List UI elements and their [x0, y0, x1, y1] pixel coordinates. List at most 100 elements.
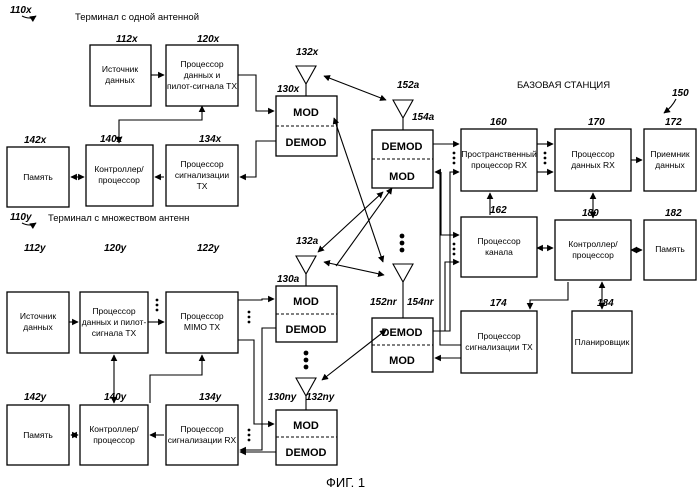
- memory-label-x: Память: [23, 172, 53, 182]
- controller-label-y-1: Контроллер/: [89, 424, 139, 434]
- ref-134x: 134x: [199, 134, 222, 145]
- data-source-label-y-1: Источник: [20, 311, 57, 321]
- ref-154nr: 154nr: [407, 297, 435, 308]
- ellipsis-dots-demod-sigrx: [248, 429, 251, 442]
- controller-label-x-1: Контроллер/: [94, 164, 144, 174]
- tx-data-pilot-processor-label-y-1: Процессор: [92, 306, 135, 316]
- rx-data-processor-label-2: данных RX: [571, 160, 615, 170]
- ref-110x: 110x: [10, 5, 32, 16]
- ref-182: 182: [665, 208, 682, 219]
- ellipsis-dots-terminal-antennas: [304, 351, 309, 370]
- mod-label-130a: MOD: [293, 296, 319, 308]
- data-source-label-x-2: данных: [105, 75, 135, 85]
- ref-132ny: 132ny: [306, 392, 335, 403]
- tx-data-pilot-processor-label-x-3: пилот-сигнала TX: [167, 81, 237, 91]
- heading-single-antenna-terminal: Терминал с одной антенной: [75, 12, 199, 23]
- ref-132x: 132x: [296, 47, 319, 58]
- wireless-link-132a-152a: [318, 192, 383, 252]
- wire-txproc-to-mod-x: [238, 75, 274, 111]
- ref-170: 170: [588, 117, 605, 128]
- data-sink-label-2: данных: [655, 160, 685, 170]
- ref-152a: 152a: [397, 80, 420, 91]
- heading-base-station: БАЗОВАЯ СТАНЦИЯ: [517, 80, 610, 91]
- data-sink-label-1: Приемник: [650, 149, 690, 159]
- ref-150: 150: [672, 88, 689, 99]
- ref-180: 180: [582, 208, 599, 219]
- ref-174: 174: [490, 298, 507, 309]
- ref-130a: 130a: [277, 274, 300, 285]
- wire-mimo-to-mod-ny: [238, 340, 274, 424]
- channel-processor-label-1: Процессор: [477, 236, 520, 246]
- antenna-icon-152a: [393, 100, 413, 130]
- ref-172: 172: [665, 117, 682, 128]
- ref-132a: 132a: [296, 236, 319, 247]
- tx-signaling-processor-label-bs-1: Процессор: [477, 331, 520, 341]
- tx-signaling-processor-label-x-3: TX: [197, 181, 208, 191]
- wire-demod-to-sigproc-x: [240, 141, 276, 177]
- wire-demod-nr-to-spatial: [433, 172, 459, 331]
- mod-label-130x: MOD: [293, 107, 319, 119]
- ref-arrow-110x: [22, 16, 36, 18]
- rx-signaling-processor-label-y-1: Процессор: [180, 424, 223, 434]
- ref-162: 162: [490, 205, 507, 216]
- ref-140y: 140y: [104, 392, 127, 403]
- scheduler-label: Планировщик: [575, 337, 630, 347]
- mimo-tx-processor-label-2: MIMO TX: [184, 322, 221, 332]
- ref-arrow-110y: [22, 223, 36, 225]
- controller-label-bs-2: процессор: [572, 250, 614, 260]
- ellipsis-dots-mimo-mod: [248, 311, 251, 324]
- rx-data-processor-label-1: Процессор: [571, 149, 614, 159]
- tx-data-pilot-processor-label-x-2: данных и: [184, 70, 221, 80]
- ref-110y: 110y: [10, 212, 32, 223]
- ref-152nr: 152nr: [370, 297, 398, 308]
- ellipsis-dots-txproc-mimo: [156, 299, 159, 312]
- tx-data-pilot-processor-label-y-2: данных и пилот-: [82, 317, 147, 327]
- ref-112x: 112x: [116, 34, 138, 45]
- controller-label-y-2: процессор: [93, 435, 135, 445]
- ref-120y: 120y: [104, 243, 127, 254]
- controller-label-x-2: процессор: [98, 175, 140, 185]
- ref-154a: 154a: [412, 112, 435, 123]
- rx-spatial-processor-label-1: Пространственный: [461, 149, 537, 159]
- wire-mimo-ctrl-y: [150, 355, 202, 403]
- wire-sigtx-to-mod-a: [435, 172, 461, 345]
- ref-142y: 142y: [24, 392, 47, 403]
- demod-label-130ny: DEMOD: [286, 447, 327, 459]
- ref-142x: 142x: [24, 135, 47, 146]
- ellipsis-dots-bs-antennas: [400, 234, 405, 253]
- ellipsis-dots-chanproc: [453, 243, 456, 256]
- wire-ctrl-to-sigtx-bs: [530, 282, 568, 309]
- ref-160: 160: [490, 117, 507, 128]
- antenna-icon-152nr: [393, 264, 413, 318]
- ellipsis-dots-demod-spatial: [453, 152, 456, 165]
- mod-label-154nr: MOD: [389, 355, 415, 367]
- tx-data-pilot-processor-label-x-1: Процессор: [180, 59, 223, 69]
- channel-processor-label-2: канала: [485, 247, 513, 257]
- memory-label-y: Память: [23, 430, 53, 440]
- ref-122y: 122y: [197, 243, 220, 254]
- rx-signaling-processor-label-y-2: сигнализации RX: [168, 435, 237, 445]
- ref-112y: 112y: [24, 243, 46, 254]
- wire-to-chanproc-nr: [445, 262, 459, 331]
- ref-130ny: 130ny: [268, 392, 297, 403]
- controller-label-bs-1: Контроллер/: [568, 239, 618, 249]
- demod-label-154nr: DEMOD: [382, 327, 423, 339]
- tx-signaling-processor-label-bs-2: сигнализации TX: [465, 342, 533, 352]
- wire-ctrl-txproc-x: [119, 106, 202, 143]
- demod-label-130a: DEMOD: [286, 324, 327, 336]
- tx-signaling-processor-label-x-2: сигнализации: [175, 170, 229, 180]
- heading-multi-antenna-terminal: Терминал с множеством антенн: [48, 213, 189, 224]
- mod-label-130ny: MOD: [293, 420, 319, 432]
- tx-signaling-processor-label-x-1: Процессор: [180, 159, 223, 169]
- ellipsis-dots-spatial-datarx: [544, 152, 547, 165]
- figure-label: ФИГ. 1: [326, 475, 365, 490]
- ref-184: 184: [597, 298, 614, 309]
- ref-arrow-150: [664, 99, 676, 113]
- demod-label-154a: DEMOD: [382, 141, 423, 153]
- tx-data-pilot-processor-label-y-3: сигнала TX: [92, 328, 137, 338]
- rx-spatial-processor-label-2: процессор RX: [471, 160, 527, 170]
- data-source-label-y-2: данных: [23, 322, 53, 332]
- data-source-label-x-1: Источник: [102, 64, 139, 74]
- ref-134y: 134y: [199, 392, 222, 403]
